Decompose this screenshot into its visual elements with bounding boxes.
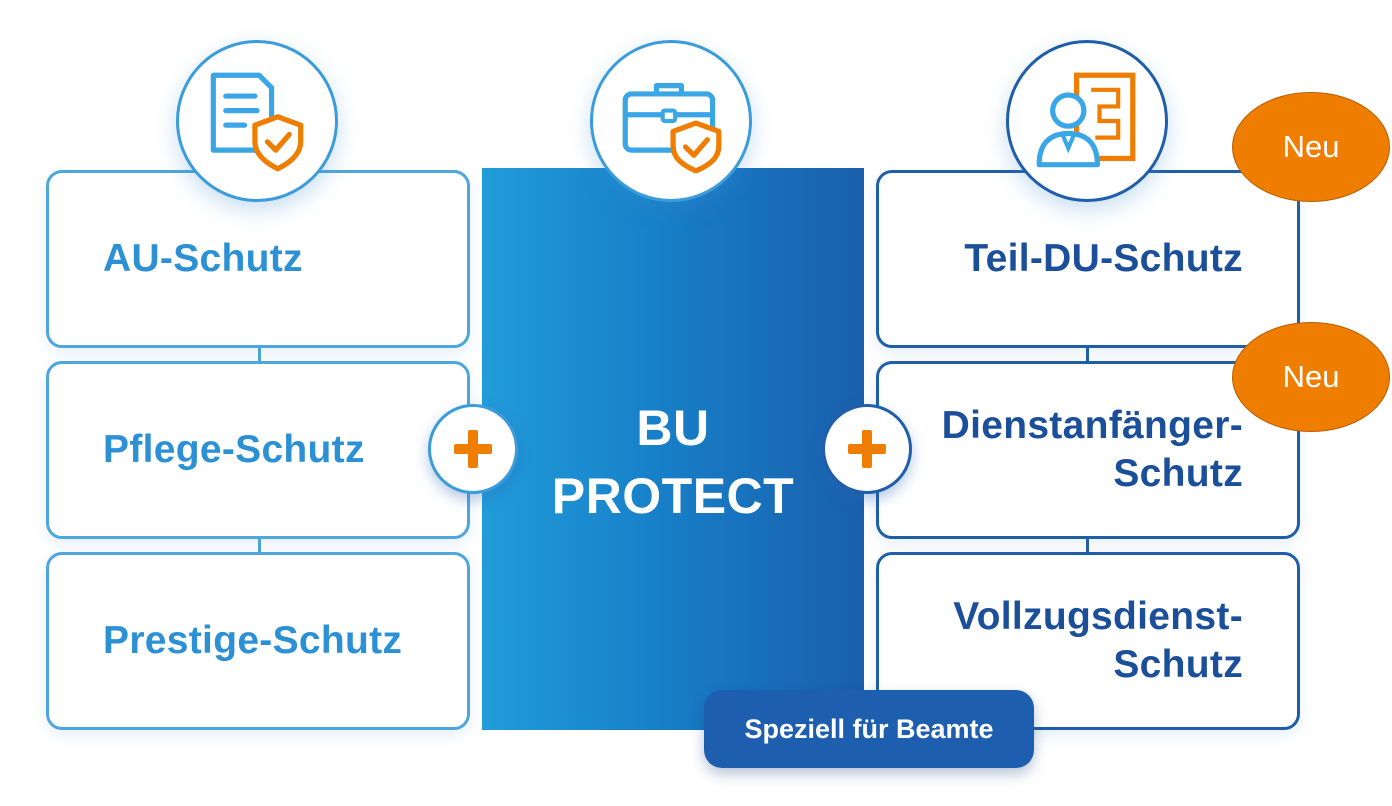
right-connector-1 — [1086, 346, 1089, 362]
dienstanfaenger-line2: Schutz — [1113, 452, 1243, 495]
beamte-tag-label: Speziell für Beamte — [744, 713, 994, 744]
prestige-schutz-box: Prestige-Schutz — [46, 552, 470, 730]
plus-icon — [848, 430, 886, 468]
dienstanfaenger-line1: Dienstanfänger- — [941, 404, 1243, 447]
plus-icon — [454, 430, 492, 468]
vollzugsdienst-line1: Vollzugsdienst- — [953, 595, 1243, 638]
neu-badge-dienstanfaenger: Neu — [1232, 322, 1390, 432]
vollzugsdienst-schutz-label: Vollzugsdienst- Schutz — [953, 593, 1297, 689]
prestige-schutz-label: Prestige-Schutz — [103, 619, 403, 662]
teil-du-schutz-label: Teil-DU-Schutz — [964, 235, 1297, 283]
neu-badge-label-2: Neu — [1282, 359, 1340, 394]
bu-protect-line2: PROTECT — [551, 468, 795, 524]
teil-du-schutz-line1: Teil-DU-Schutz — [964, 237, 1243, 280]
vollzugsdienst-schutz-box: Vollzugsdienst- Schutz — [876, 552, 1300, 730]
bu-protect-panel — [482, 168, 864, 730]
bu-protect-line1: BU — [636, 400, 710, 456]
dienstanfaenger-schutz-box: Dienstanfänger- Schutz — [876, 361, 1300, 539]
briefcase-shield-icon — [622, 83, 722, 173]
bu-protect-title: BU PROTECT — [482, 394, 864, 530]
right-icon-circle — [1006, 40, 1168, 202]
dienstanfaenger-schutz-label: Dienstanfänger- Schutz — [942, 402, 1297, 498]
civil-servant-icon — [1036, 72, 1136, 168]
beamte-tag: Speziell für Beamte — [704, 690, 1034, 768]
neu-badge-label-1: Neu — [1282, 129, 1340, 164]
pflege-schutz-box: Pflege-Schutz — [46, 361, 470, 539]
left-connector-1 — [258, 346, 261, 362]
document-shield-icon — [210, 72, 304, 172]
left-connector-2 — [258, 537, 261, 553]
center-icon-circle — [590, 40, 752, 202]
left-icon-circle — [176, 40, 338, 202]
left-plus-circle — [428, 404, 518, 494]
vollzugsdienst-line2: Schutz — [1113, 643, 1243, 686]
right-connector-2 — [1086, 537, 1089, 553]
au-schutz-label: AU-Schutz — [103, 237, 303, 280]
pflege-schutz-label: Pflege-Schutz — [103, 428, 365, 471]
neu-badge-teil-du: Neu — [1232, 92, 1390, 202]
right-plus-circle — [822, 404, 912, 494]
